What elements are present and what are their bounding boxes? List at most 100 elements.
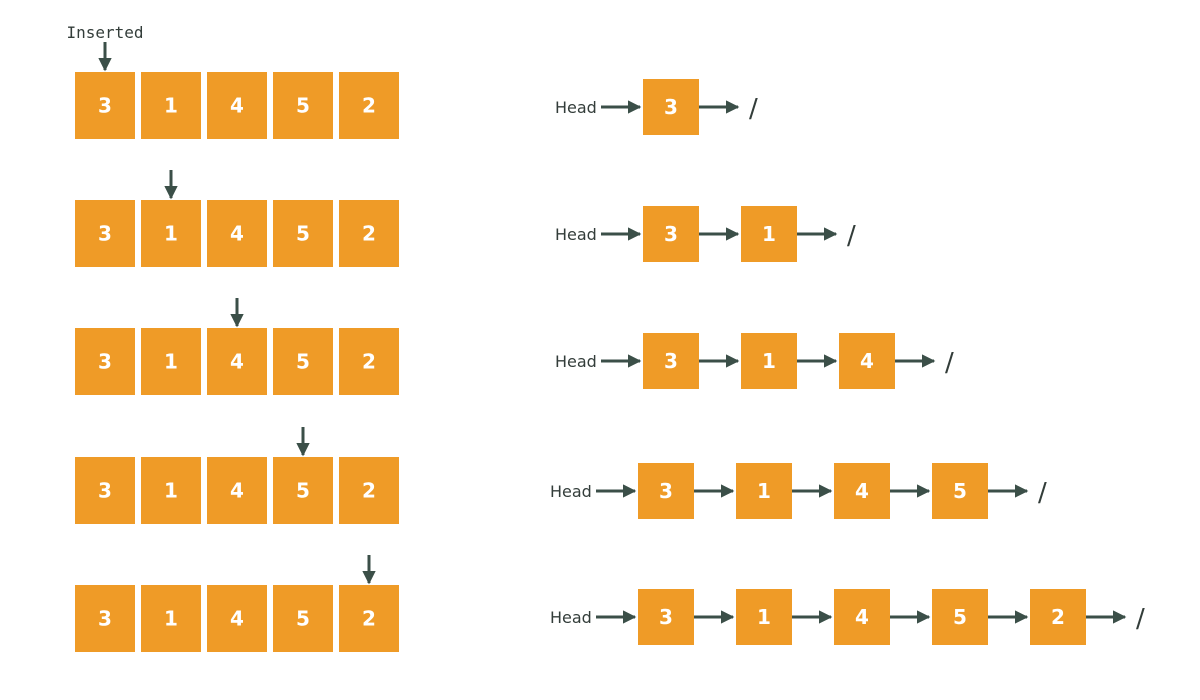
array-cell: 5 <box>273 585 333 652</box>
list-node-value: 4 <box>855 605 869 629</box>
array-cell-box <box>273 328 333 395</box>
list-node-box <box>643 333 699 389</box>
inserted-label: Inserted <box>66 23 143 42</box>
list-node: 5 <box>932 463 988 519</box>
list-node: 5 <box>932 589 988 645</box>
list-node-box <box>736 463 792 519</box>
list-node-box <box>834 463 890 519</box>
list-node: 4 <box>839 333 895 389</box>
list-node-value: 5 <box>953 479 967 503</box>
array-cell-value: 3 <box>98 479 112 503</box>
array-cell-value: 2 <box>362 350 376 374</box>
array-cell: 2 <box>339 457 399 524</box>
linked-list-row: Head 3 1 / <box>555 206 856 262</box>
list-node-value: 4 <box>860 349 874 373</box>
list-node-box <box>834 589 890 645</box>
null-marker: / <box>847 221 856 251</box>
list-node-value: 3 <box>664 349 678 373</box>
list-node-box <box>932 463 988 519</box>
list-node-value: 3 <box>664 222 678 246</box>
list-node-value: 5 <box>953 605 967 629</box>
head-label: Head <box>550 482 592 501</box>
list-node: 3 <box>638 589 694 645</box>
array-cell-box <box>339 457 399 524</box>
array-cell-value: 4 <box>230 607 244 631</box>
list-node-value: 1 <box>762 222 776 246</box>
list-node-box <box>932 589 988 645</box>
array-cell-value: 5 <box>296 479 310 503</box>
list-node-box <box>643 206 699 262</box>
list-node: 1 <box>741 206 797 262</box>
list-node-box <box>741 206 797 262</box>
list-node: 4 <box>834 589 890 645</box>
array-cell: 3 <box>75 200 135 267</box>
array-cell-box <box>273 200 333 267</box>
array-cell: 2 <box>339 585 399 652</box>
list-node-value: 3 <box>659 605 673 629</box>
array-cell: 5 <box>273 328 333 395</box>
list-node: 3 <box>643 206 699 262</box>
array-cell-box <box>339 72 399 139</box>
array-cell-box <box>207 457 267 524</box>
array-cell: 4 <box>207 585 267 652</box>
array-cell: 3 <box>75 585 135 652</box>
array-cell-box <box>75 72 135 139</box>
array-cell-value: 1 <box>164 94 178 118</box>
array-cell: 1 <box>141 585 201 652</box>
array-cell-value: 3 <box>98 94 112 118</box>
list-node-box <box>638 463 694 519</box>
null-marker: / <box>945 348 954 378</box>
array-cell-value: 2 <box>362 479 376 503</box>
list-node-value: 1 <box>762 349 776 373</box>
list-node: 3 <box>643 79 699 135</box>
list-node-value: 3 <box>664 95 678 119</box>
array-cell-value: 5 <box>296 94 310 118</box>
null-marker: / <box>749 94 758 124</box>
null-marker: / <box>1136 604 1145 634</box>
array-cell-value: 2 <box>362 607 376 631</box>
array-cell-value: 1 <box>164 479 178 503</box>
array-cell-box <box>207 200 267 267</box>
head-label: Head <box>555 225 597 244</box>
list-node-box <box>736 589 792 645</box>
array-cell-box <box>339 328 399 395</box>
array-cell-box <box>273 72 333 139</box>
list-node-box <box>643 79 699 135</box>
head-label: Head <box>550 608 592 627</box>
list-node-value: 1 <box>757 479 771 503</box>
array-cell-box <box>339 200 399 267</box>
null-marker: / <box>1038 478 1047 508</box>
array-cell: 4 <box>207 200 267 267</box>
array-cell: 3 <box>75 72 135 139</box>
array-cell-value: 1 <box>164 350 178 374</box>
array-cell-value: 4 <box>230 479 244 503</box>
array-cell: 5 <box>273 457 333 524</box>
array-cell-box <box>75 328 135 395</box>
array-cell-box <box>207 585 267 652</box>
list-node-box <box>1030 589 1086 645</box>
list-node: 1 <box>736 589 792 645</box>
array-cell-value: 1 <box>164 607 178 631</box>
array-cell-box <box>141 72 201 139</box>
array-cell-box <box>75 457 135 524</box>
array-cell-value: 4 <box>230 94 244 118</box>
list-node: 3 <box>643 333 699 389</box>
array-cell: 4 <box>207 72 267 139</box>
array-row: 3 1 4 5 2 Inserted <box>66 23 399 139</box>
array-row: 3 1 4 5 2 <box>75 427 399 524</box>
array-cell-value: 3 <box>98 607 112 631</box>
array-cell-value: 1 <box>164 222 178 246</box>
array-cell: 2 <box>339 200 399 267</box>
array-cell-box <box>273 585 333 652</box>
array-cell: 2 <box>339 72 399 139</box>
array-cell-value: 2 <box>362 94 376 118</box>
array-cell-box <box>207 72 267 139</box>
array-cell-box <box>141 585 201 652</box>
array-cell-box <box>141 457 201 524</box>
array-cell: 5 <box>273 72 333 139</box>
